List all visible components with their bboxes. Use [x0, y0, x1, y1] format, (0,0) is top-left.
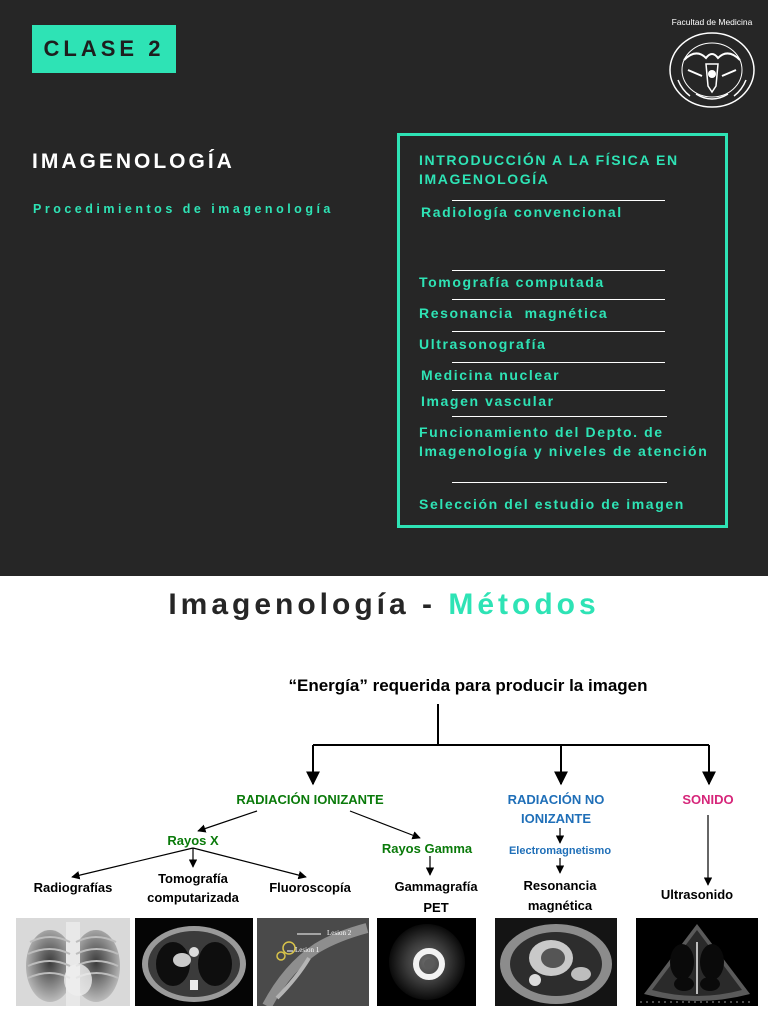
non-ionizing-radiation-label: RADIACIÓN NO IONIZANTE — [507, 792, 605, 826]
index-item-radiology: Radiología convencional — [421, 204, 623, 220]
fluoroscopy-label: Fluoroscopía — [269, 880, 351, 895]
ct-label: Tomografía computarizada — [147, 871, 239, 905]
radiographs-label: Radiografías — [33, 880, 113, 895]
methods-title-accent: Métodos — [448, 588, 600, 621]
index-item-ct: Tomografía computada — [419, 274, 605, 290]
index-item-nuclear: Medicina nuclear — [421, 367, 561, 383]
index-item-department: Funcionamiento del Depto. de Imagenologí… — [419, 424, 709, 459]
mri-label: Resonancia magnética — [523, 878, 597, 913]
index-item-mri: Resonancia magnética — [419, 305, 609, 321]
method-tree-connectors — [71, 704, 716, 886]
page-subtitle: Procedimientos de imagenología — [33, 202, 334, 216]
pet-scan-image — [377, 918, 476, 1006]
index-item-intro: INTRODUCCIÓN A LA FÍSICA EN IMAGENOLOGÍA — [419, 152, 679, 187]
index-item-selection: Selección del estudio de imagen — [419, 496, 685, 512]
sound-label: SONIDO — [682, 792, 734, 807]
index-box — [397, 133, 728, 528]
ct-scan-image — [135, 918, 253, 1006]
faculty-label: Facultad de Medicina — [671, 17, 753, 27]
page-title: IMAGENOLOGÍA — [32, 150, 235, 173]
gamma-rays-label: Rayos Gamma — [381, 841, 473, 856]
divider — [452, 331, 665, 332]
divider — [452, 390, 665, 391]
divider — [452, 362, 665, 363]
unam-seal-icon — [669, 32, 755, 108]
energy-heading: “Energía” requerida para producir la ima… — [288, 676, 648, 695]
methods-title-prefix: Imagenología - — [168, 588, 449, 621]
divider — [452, 482, 667, 483]
divider — [452, 416, 667, 417]
divider — [452, 200, 665, 201]
lesion-1-annotation: Lesion 1 — [295, 946, 320, 954]
xrays-label: Rayos X — [167, 833, 219, 848]
divider — [452, 270, 665, 271]
ultrasound-image — [636, 918, 758, 1006]
methods-title: Imagenología - Métodos — [0, 588, 768, 622]
pet-label: PET — [423, 900, 449, 915]
ultrasound-label: Ultrasonido — [660, 887, 734, 902]
lesion-2-annotation: Lesion 2 — [327, 929, 352, 937]
gammagraphy-label: Gammagrafía — [394, 879, 478, 894]
class-badge: CLASE 2 — [32, 25, 176, 73]
index-item-vascular: Imagen vascular — [421, 393, 555, 409]
chest-xray-image — [16, 918, 130, 1006]
mri-image — [495, 918, 617, 1006]
fluoroscopy-image: Lesion 2 Lesion 1 — [257, 918, 369, 1006]
title-slide: CLASE 2 Facultad de Medicina IMAGENOLOGÍ… — [0, 0, 768, 576]
divider — [452, 299, 665, 300]
index-item-ultrasound: Ultrasonografía — [419, 336, 547, 352]
ionizing-radiation-label: RADIACIÓN IONIZANTE — [236, 792, 384, 807]
electromagnetism-label: Electromagnetismo — [508, 845, 612, 857]
